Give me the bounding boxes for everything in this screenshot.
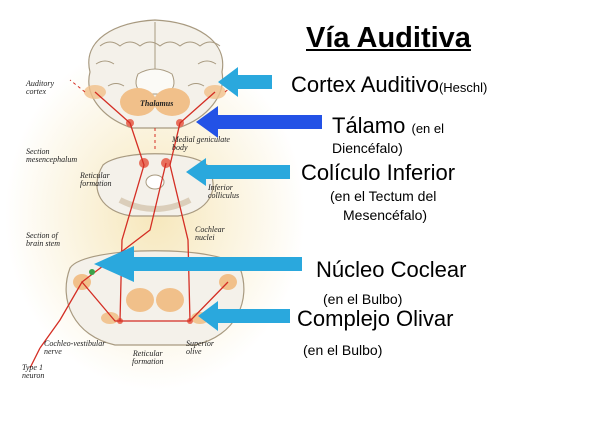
label-coliculo-note: (en el Tectum del — [330, 188, 437, 204]
arrows — [94, 67, 322, 331]
label-olivar: Complejo Olivar — [297, 306, 454, 331]
label-talamo: Tálamo (en el — [332, 113, 445, 138]
page-title: Vía Auditiva — [306, 22, 471, 54]
arrow-thalamus — [196, 106, 322, 138]
label-coliculo-note2: Mesencéfalo) — [343, 207, 428, 223]
label-coliculo: Colículo Inferior — [301, 160, 456, 185]
arrow-cochlear-nucleus — [94, 246, 302, 282]
brain-section — [84, 19, 226, 129]
arrow-cortex — [218, 67, 272, 97]
label-talamo-note: Diencéfalo) — [332, 140, 403, 156]
label-nucleo: Núcleo Coclear — [316, 257, 467, 282]
arrow-olive — [198, 301, 290, 331]
cochlear-nucleus-dot — [89, 269, 95, 275]
medulla-section — [65, 250, 245, 346]
label-cortex: Cortex Auditivo(Heschl) — [291, 72, 488, 97]
label-nucleo-note: (en el Bulbo) — [323, 291, 403, 307]
label-olivar-note: (en el Bulbo) — [303, 342, 383, 358]
arrow-colliculus — [186, 158, 290, 186]
pathway-dashes — [69, 79, 241, 150]
fig-label-thalamus: Thalamus — [140, 99, 174, 108]
